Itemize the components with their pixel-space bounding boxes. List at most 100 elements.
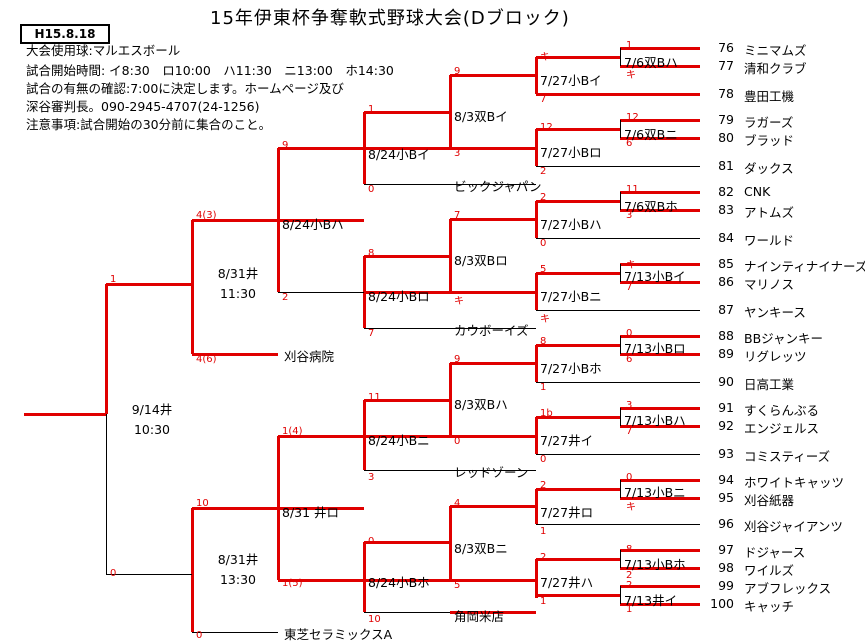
date-box: H15.8.18	[20, 24, 110, 44]
score-label: 1(4)	[282, 426, 303, 437]
team-number: 89	[718, 346, 734, 361]
score-label: 7	[626, 426, 633, 437]
bracket-line	[620, 120, 621, 138]
team-number: 97	[718, 542, 734, 557]
score-label: 1	[540, 382, 547, 393]
bracket-line	[450, 147, 536, 150]
team-name: ブラッド	[744, 133, 795, 148]
bracket-line	[536, 488, 620, 491]
bracket-line	[450, 328, 536, 329]
bracket-line	[620, 550, 621, 568]
match-label: 7/27小Bニ	[540, 289, 602, 304]
score-label: 1	[540, 526, 547, 537]
bracket-line	[536, 382, 700, 383]
team-name: 刈谷ジャイアンツ	[744, 519, 843, 534]
score-label: 5	[540, 264, 547, 275]
score-label: 8	[540, 336, 547, 347]
match-label: 8/3双Bロ	[454, 253, 508, 268]
team-name: エンジェルス	[744, 421, 820, 436]
bracket-line	[278, 579, 364, 582]
match-label: 8/24小Bハ	[282, 217, 344, 232]
bracket-line	[449, 219, 452, 292]
match-label: 7/6双Bホ	[624, 199, 678, 214]
score-label: 12	[540, 122, 553, 133]
bracket-line	[620, 47, 700, 50]
bracket-line	[620, 119, 700, 122]
team-name: 刈谷病院	[284, 349, 335, 364]
score-label: 0	[368, 536, 375, 547]
score-label: キ	[454, 296, 464, 307]
team-number: 87	[718, 302, 734, 317]
score-label: 3	[626, 400, 633, 411]
team-name: ワイルズ	[744, 563, 795, 578]
bracket-line	[535, 129, 538, 166]
bracket-line	[450, 470, 536, 471]
bracket-line	[364, 111, 450, 114]
bracket-line	[449, 363, 452, 436]
semi-time: 13:30	[219, 572, 257, 587]
bracket-line	[536, 416, 620, 419]
team-number: 92	[718, 418, 734, 433]
team-number: 100	[710, 596, 734, 611]
bracket-line	[449, 75, 452, 148]
team-number: 80	[718, 130, 734, 145]
bracket-line	[620, 335, 700, 338]
team-number: 86	[718, 274, 734, 289]
bracket-line	[620, 567, 700, 570]
match-label: 8/24小Bホ	[368, 575, 430, 590]
team-name: ビックジャパン	[454, 179, 542, 194]
score-label: 3	[368, 472, 375, 483]
bracket-line	[535, 201, 538, 238]
score-label: 9	[282, 140, 289, 151]
score-label: 0	[110, 568, 117, 579]
score-label: 8	[368, 248, 375, 259]
score-label: キ	[626, 260, 636, 271]
score-label: 0	[626, 328, 633, 339]
team-number: 99	[718, 578, 734, 593]
team-name: ミニマムズ	[744, 43, 807, 58]
bracket-line	[536, 238, 700, 239]
bracket-line	[536, 454, 700, 455]
match-label: 8/3双Bイ	[454, 109, 508, 124]
team-number: 76	[718, 40, 734, 55]
team-name: 東芝セラミックスA	[284, 627, 393, 642]
bracket-line	[450, 435, 536, 438]
score-label: 6	[626, 354, 633, 365]
match-label: 7/13小Bホ	[624, 557, 686, 572]
note-referee: 深谷審判長。090-2945-4707(24-1256)	[26, 99, 260, 114]
match-label: 8/24小Bイ	[368, 147, 430, 162]
team-name: CNK	[744, 184, 771, 199]
score-label: キ	[626, 502, 636, 513]
bracket-line	[278, 147, 364, 150]
score-label: 4(6)	[196, 354, 217, 365]
score-label: 6	[626, 138, 633, 149]
score-label: 1	[540, 596, 547, 607]
score-label: 4	[454, 498, 461, 509]
semi-date: 8/31井	[217, 552, 259, 567]
bracket-line	[364, 291, 450, 294]
team-name: アトムズ	[744, 205, 795, 220]
team-name: アブフレックス	[744, 581, 832, 596]
score-label: 4(3)	[196, 210, 217, 221]
note-ball: 大会使用球:マルエスボール	[26, 43, 181, 58]
bracket-line	[620, 353, 700, 356]
match-label: 7/6双Bニ	[624, 127, 678, 142]
bracket-line	[450, 505, 536, 508]
match-label: 8/24小Bロ	[368, 289, 430, 304]
score-label: 10	[368, 614, 381, 625]
team-name: レッドゾーン	[454, 465, 529, 480]
team-name: キャッチ	[744, 599, 795, 614]
score-label: 2	[540, 192, 547, 203]
bracket-line	[364, 399, 450, 402]
team-name: ラガーズ	[744, 115, 794, 130]
score-label: 9	[454, 354, 461, 365]
team-name: すくらんぶる	[744, 403, 820, 418]
bracket-line	[364, 147, 450, 150]
bracket-line	[536, 128, 620, 131]
bracket-line	[192, 353, 278, 356]
bracket-line	[535, 489, 538, 524]
bracket-line	[536, 344, 620, 347]
bracket-line	[620, 263, 700, 266]
bracket-line	[24, 413, 106, 416]
match-label: 8/3双Bニ	[454, 541, 508, 556]
